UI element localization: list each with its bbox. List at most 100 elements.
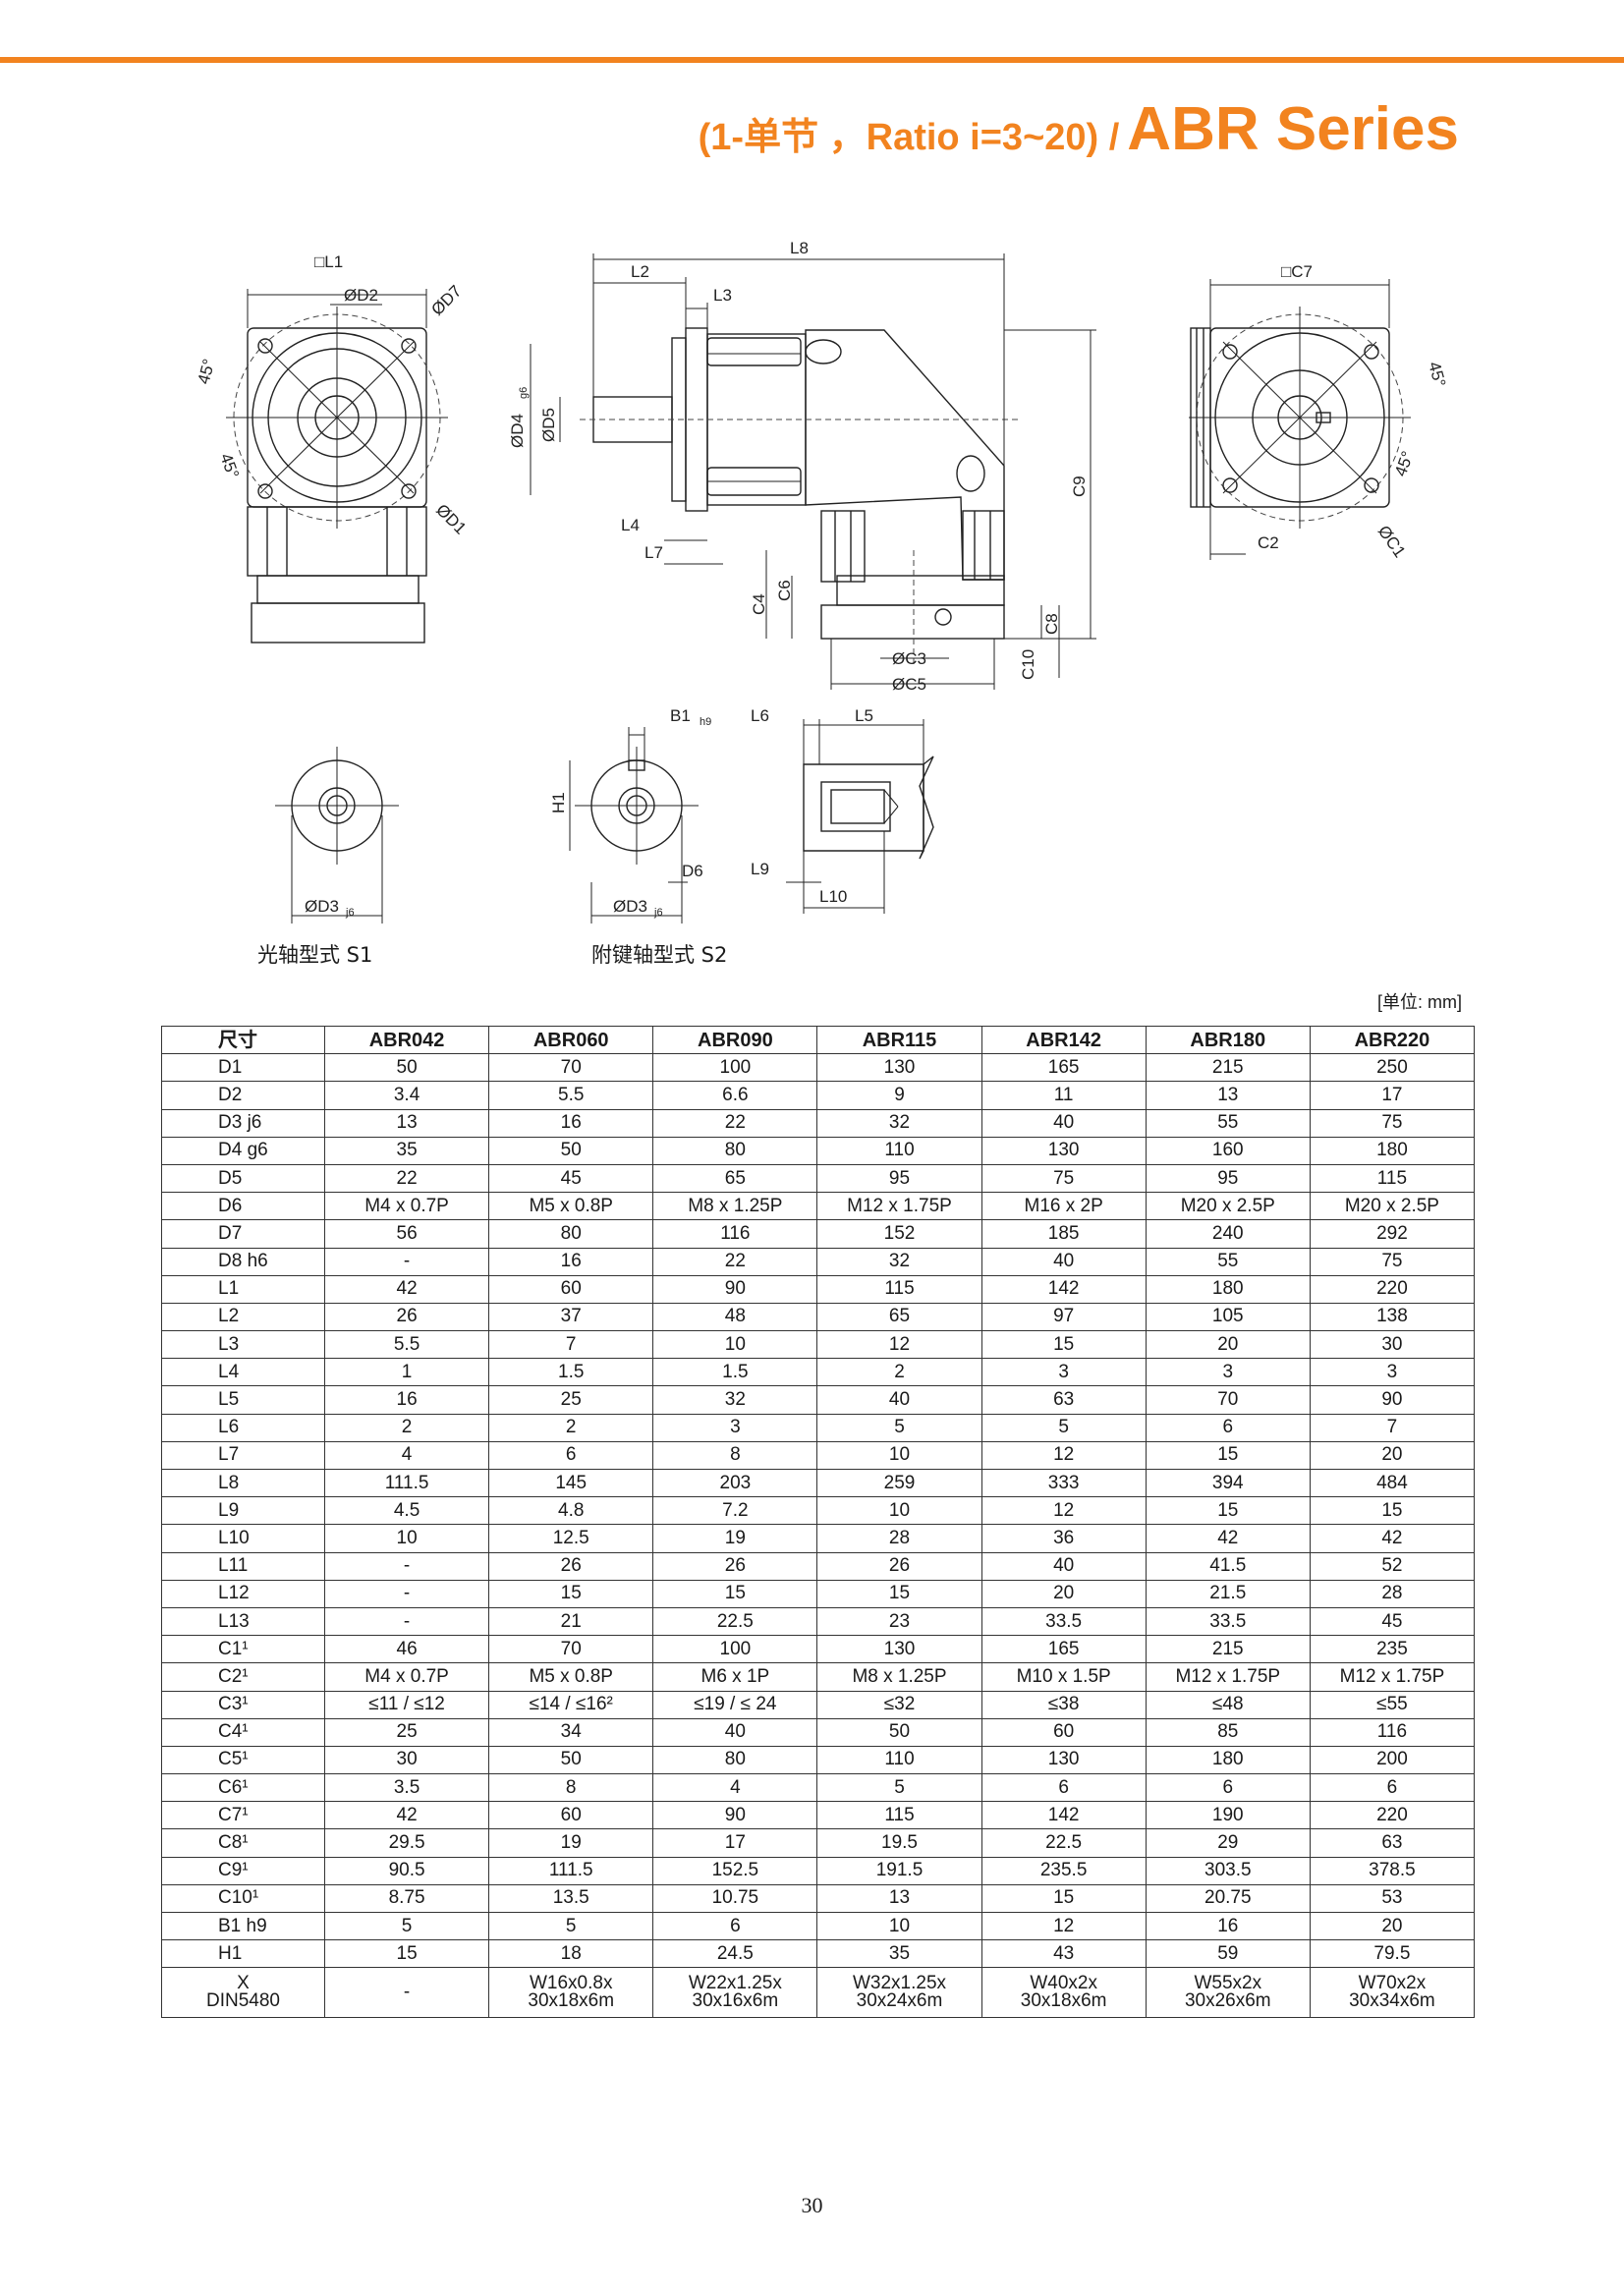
table-cell: 56 — [323, 1219, 490, 1249]
label-C3: ØC3 — [892, 649, 926, 668]
label-L6: L6 — [751, 706, 769, 725]
label-C6: C6 — [775, 580, 794, 601]
table-cell: 25 — [323, 1717, 490, 1747]
table-cell: M6 x 1P — [652, 1662, 818, 1692]
cell-line1: - — [403, 1982, 411, 2003]
table-cell: 46 — [323, 1635, 490, 1664]
table-cell: 130 — [980, 1136, 1147, 1165]
table-cell: 115 — [816, 1801, 982, 1830]
cell-line2: 30x24x6m — [856, 1990, 943, 2012]
table-cell: 2 — [816, 1358, 982, 1387]
table-cell: 165 — [980, 1053, 1147, 1083]
table-cell: 180 — [1145, 1274, 1311, 1304]
table-cell: 5 — [816, 1413, 982, 1442]
table-cell: 5 — [323, 1911, 490, 1941]
cell-line1: W22x1.25x — [688, 1973, 782, 1994]
table-cell: 33.5 — [1145, 1606, 1311, 1637]
table-cell: 12 — [980, 1496, 1147, 1526]
label-C10: C10 — [1019, 649, 1037, 680]
label-L8: L8 — [790, 239, 809, 257]
table-cell: 90.5 — [323, 1856, 490, 1885]
table-cell: 115 — [1309, 1163, 1476, 1194]
row-key: C4¹ — [161, 1717, 325, 1747]
table-cell: 15 — [1145, 1440, 1311, 1471]
table-cell: 22 — [652, 1108, 818, 1138]
label-L1: □L1 — [314, 252, 343, 271]
row-key: L5 — [161, 1385, 325, 1415]
table-cell: 4.8 — [488, 1496, 654, 1526]
table-cell: 200 — [1309, 1745, 1476, 1775]
table-cell: 9 — [816, 1081, 982, 1110]
table-cell: M12 x 1.75P — [1145, 1662, 1311, 1692]
label-D3-s1: ØD3 — [305, 897, 339, 916]
table-cell: 160 — [1145, 1136, 1311, 1165]
table-cell: 45 — [488, 1163, 654, 1194]
table-cell: 60 — [488, 1801, 654, 1830]
header-model: ABR142 — [980, 1025, 1147, 1055]
table-cell: ≤32 — [816, 1690, 982, 1719]
table-cell: 203 — [652, 1468, 818, 1498]
table-cell: 26 — [488, 1551, 654, 1581]
header-model: ABR180 — [1145, 1025, 1311, 1055]
table-cell: 1 — [323, 1358, 490, 1387]
cell-line2: 30x16x6m — [692, 1990, 779, 2012]
table-cell: 130 — [980, 1745, 1147, 1775]
row-key: C1¹ — [161, 1635, 325, 1664]
table-cell: M5 x 0.8P — [488, 1662, 654, 1692]
row-key: L10 — [161, 1524, 325, 1553]
row-key: L1 — [161, 1274, 325, 1304]
label-H1: H1 — [549, 792, 568, 813]
table-cell: 42 — [323, 1801, 490, 1830]
table-cell: 45 — [1309, 1606, 1476, 1637]
table-cell: 42 — [323, 1274, 490, 1304]
header-model: ABR115 — [816, 1025, 982, 1055]
table-cell: 40 — [980, 1108, 1147, 1138]
cell-line1: W32x1.25x — [852, 1973, 947, 1994]
table-cell: 65 — [816, 1302, 982, 1332]
center-side-view — [530, 253, 1096, 690]
table-cell: 259 — [816, 1468, 982, 1498]
table-cell: 80 — [652, 1136, 818, 1165]
row-key: C6¹ — [161, 1773, 325, 1803]
table-cell: 42 — [1145, 1524, 1311, 1553]
table-cell: 24.5 — [652, 1939, 818, 1969]
table-cell: M8 x 1.25P — [652, 1192, 818, 1221]
table-cell: 2 — [323, 1413, 490, 1442]
table-cell: M12 x 1.75P — [816, 1192, 982, 1221]
table-cell: 90 — [652, 1274, 818, 1304]
table-cell: 85 — [1145, 1717, 1311, 1747]
cell-line2: 30x34x6m — [1349, 1990, 1435, 2012]
label-L4: L4 — [621, 516, 640, 534]
table-cell: 60 — [980, 1717, 1147, 1747]
table-cell: 34 — [488, 1717, 654, 1747]
table-row: C3¹≤11 / ≤12≤14 / ≤16²≤19 / ≤ 24≤32≤38≤4… — [161, 1690, 1476, 1719]
row-key: C10¹ — [161, 1883, 325, 1914]
label-D4: ØD4 — [508, 414, 527, 448]
table-cell: 50 — [816, 1717, 982, 1747]
cell-line1: W40x2x — [1030, 1973, 1097, 1994]
table-cell: 3 — [980, 1358, 1147, 1387]
table-cell: 50 — [488, 1136, 654, 1165]
table-cell: 35 — [816, 1939, 982, 1969]
table-cell: 484 — [1309, 1468, 1476, 1498]
table-cell: 19 — [488, 1828, 654, 1858]
table-cell: 90 — [1309, 1385, 1476, 1415]
table-cell: 4.5 — [323, 1496, 490, 1526]
row-key: D6 — [161, 1192, 325, 1221]
table-cell: 32 — [652, 1385, 818, 1415]
table-cell: 10 — [652, 1330, 818, 1360]
table-cell: 4 — [323, 1440, 490, 1471]
